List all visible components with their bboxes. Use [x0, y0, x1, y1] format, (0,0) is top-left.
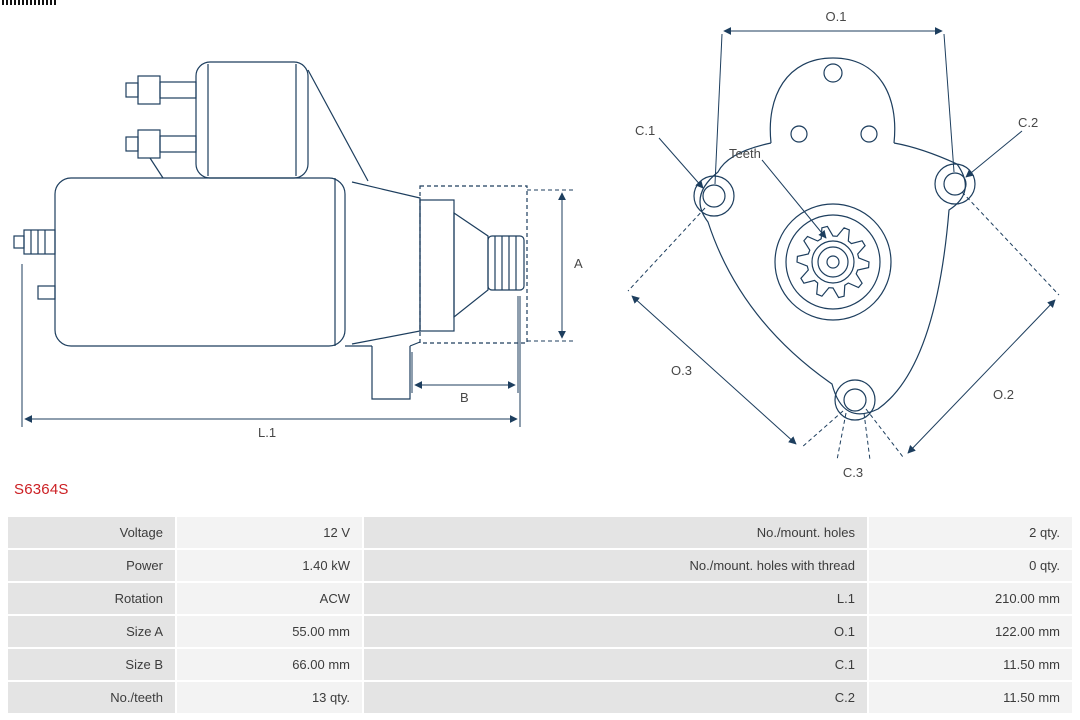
spec-label-mount-holes-thread: No./mount. holes with thread [364, 550, 867, 581]
boss-outer-circle [774, 203, 892, 321]
dimension-c1-label: C.1 [635, 123, 655, 138]
spec-value-mount-holes-thread: 0 qty. [869, 550, 1072, 581]
dimension-b-label: B [460, 390, 469, 405]
leader-c1 [658, 137, 704, 189]
mount-hole-c1 [702, 184, 726, 208]
motor-body-outline [54, 177, 346, 347]
dimension-c2-label: C.2 [1018, 115, 1038, 130]
dimension-o2-label: O.2 [993, 387, 1014, 402]
dome-hole [823, 63, 843, 83]
starter-front-view [693, 57, 976, 421]
technical-drawing: A B L.1 O.1 C.1 [13, 9, 1060, 480]
solenoid-outline [195, 61, 309, 179]
spec-label-size-b: Size B [8, 649, 175, 680]
spec-value-l1: 210.00 mm [869, 583, 1072, 614]
mount-pad-c2 [934, 163, 976, 205]
spec-value-teeth: 13 qty. [177, 682, 362, 713]
mount-hole-c2 [943, 172, 967, 196]
pinion [487, 235, 525, 291]
spec-value-size-b: 66.00 mm [177, 649, 362, 680]
rear-studs [13, 229, 56, 300]
spec-label-o1: O.1 [364, 616, 867, 647]
spec-label-mount-holes: No./mount. holes [364, 517, 867, 548]
mount-hole-c3 [843, 388, 867, 412]
dimension-a-label: A [574, 256, 583, 271]
leader-teeth [761, 159, 827, 239]
spec-table: Voltage 12 V No./mount. holes 2 qty. Pow… [8, 517, 1072, 713]
spec-value-rotation: ACW [177, 583, 362, 614]
spec-value-mount-holes: 2 qty. [869, 517, 1072, 548]
leader-c2 [965, 130, 1023, 178]
spec-label-rotation: Rotation [8, 583, 175, 614]
side-view-dimensions [21, 189, 574, 427]
drive-housing [351, 181, 421, 345]
spec-label-power: Power [8, 550, 175, 581]
spec-label-size-a: Size A [8, 616, 175, 647]
gear-ring [796, 225, 870, 299]
spec-label-l1: L.1 [364, 583, 867, 614]
shaft-hole [817, 246, 849, 278]
flange-outline [699, 142, 966, 415]
barcode [2, 0, 58, 5]
spec-label-teeth: No./teeth [8, 682, 175, 713]
teeth-label: Teeth [729, 146, 761, 161]
spec-value-o1: 122.00 mm [869, 616, 1072, 647]
dimension-o2-line [907, 299, 1056, 454]
spec-label-c2: C.2 [364, 682, 867, 713]
front-view-dimensions [627, 27, 1060, 461]
spec-label-c1: C.1 [364, 649, 867, 680]
starter-side-view [13, 61, 528, 400]
terminal-studs [125, 75, 197, 179]
dimension-o3-label: O.3 [671, 363, 692, 378]
part-number: S6364S [14, 481, 69, 498]
flange-envelope [419, 185, 528, 344]
mount-pad-c1 [693, 175, 735, 217]
mount-pad-c3 [834, 379, 876, 421]
spec-value-c2: 11.50 mm [869, 682, 1072, 713]
dome-outline [769, 57, 896, 144]
mounting-foot [371, 346, 411, 400]
dimension-o3-line [631, 295, 797, 445]
spec-label-voltage: Voltage [8, 517, 175, 548]
dimension-c3-label: C.3 [843, 465, 863, 480]
spec-value-c1: 11.50 mm [869, 649, 1072, 680]
spec-value-power: 1.40 kW [177, 550, 362, 581]
dimension-l1-label: L.1 [258, 425, 276, 440]
dimension-o1-label: O.1 [826, 9, 847, 24]
spec-value-voltage: 12 V [177, 517, 362, 548]
spec-value-size-a: 55.00 mm [177, 616, 362, 647]
